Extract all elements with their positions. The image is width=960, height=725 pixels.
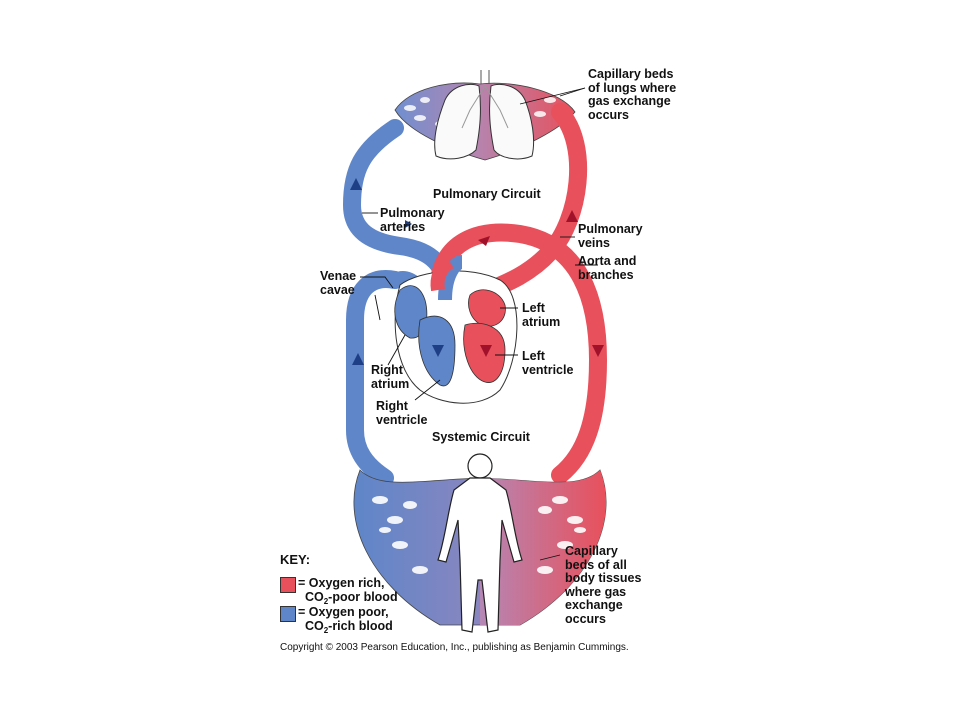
- key-title: KEY:: [280, 552, 311, 567]
- key-poor-sub: 2: [323, 626, 329, 635]
- key-poor-post: -rich blood: [328, 619, 393, 633]
- label-pulmonary-circuit: Pulmonary Circuit: [433, 187, 541, 201]
- key-rich-line1: = Oxygen rich,: [298, 576, 385, 590]
- key-oxygen-poor: = Oxygen poor, CO2-rich blood: [298, 605, 393, 635]
- lung-capillary-bed: [394, 82, 576, 161]
- label-systemic-circuit: Systemic Circuit: [432, 430, 530, 444]
- label-right-ventricle: Right ventricle: [376, 399, 428, 427]
- copyright-notice: Copyright © 2003 Pearson Education, Inc.…: [280, 642, 629, 653]
- pulmonary-trunk: [438, 255, 464, 301]
- human-figure: [437, 453, 523, 633]
- leader-lines: [360, 87, 598, 561]
- key-rich-co: CO: [304, 590, 324, 604]
- label-capillary-lungs: Capillary beds of lungs where gas exchan…: [588, 67, 677, 122]
- key-oxygen-rich: = Oxygen rich, CO2-poor blood: [298, 576, 398, 606]
- label-right-atrium: Right atrium: [371, 363, 410, 391]
- label-left-atrium: Left atrium: [522, 301, 561, 329]
- key-poor-co: CO: [304, 619, 324, 633]
- key-poor-line1: = Oxygen poor,: [298, 605, 389, 619]
- key-swatch-oxygen-poor: [280, 606, 296, 622]
- aorta-vessel: [429, 223, 608, 484]
- key-rich-post: -poor blood: [328, 590, 398, 604]
- flow-arrows: [350, 178, 444, 365]
- key-rich-sub: 2: [323, 597, 329, 606]
- label-pulmonary-arteries: Pulmonary arteries: [380, 206, 445, 234]
- left-atrium: [468, 289, 506, 327]
- label-aorta: Aorta and branches: [578, 254, 637, 282]
- aorta-root: [430, 255, 454, 292]
- label-pulmonary-veins: Pulmonary veins: [578, 222, 643, 250]
- flow-arrows-red: [478, 210, 604, 357]
- label-venae-cavae: Venae cavae: [320, 269, 357, 297]
- key-swatch-oxygen-rich: [280, 577, 296, 593]
- lungs: [434, 70, 535, 160]
- label-left-ventricle: Left ventricle: [522, 349, 574, 377]
- venae-cavae-vessel: [346, 270, 404, 487]
- label-capillary-body: Capillary beds of all body tissues where…: [565, 544, 642, 626]
